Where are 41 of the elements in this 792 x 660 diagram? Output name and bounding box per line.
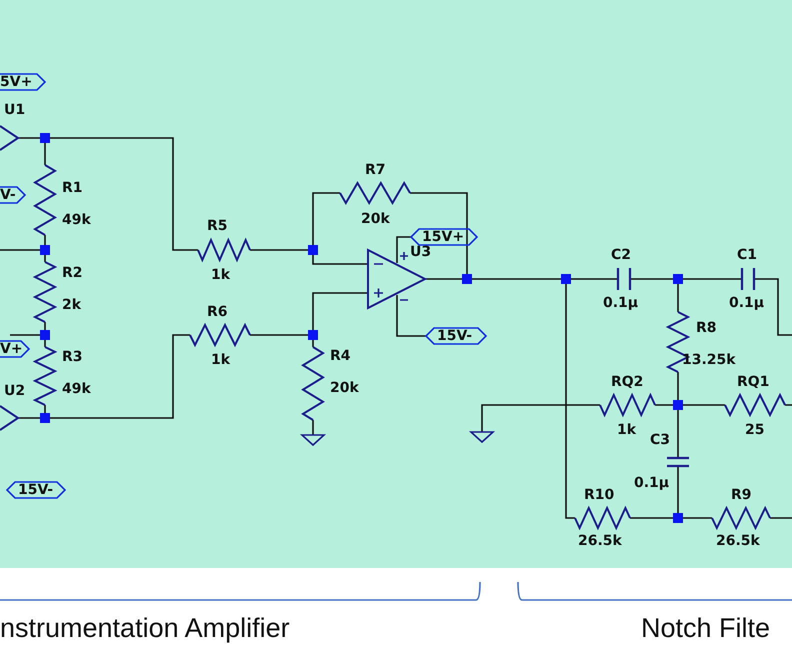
value-label: 20k [330,380,359,397]
value-label: 49k [62,381,91,398]
value-label: 0.1µ [729,295,764,312]
part-label: R6 [207,304,228,321]
part-label: R9 [731,487,752,504]
part-label: C1 [737,247,758,264]
value-label: 13.25k [682,352,736,369]
net-label: V- [0,186,26,204]
part-label: R2 [62,265,83,282]
net-label: 15V- [6,481,66,499]
part-label: U3 [410,244,432,261]
value-label: 20k [361,211,390,228]
part-label: RQ1 [737,374,770,391]
value-label: 1k [211,267,230,284]
section-label: nstrumentation Amplifier [0,612,290,644]
part-label: R4 [330,348,351,365]
part-label: U1 [4,102,26,119]
value-label: 1k [617,422,636,439]
value-label: 2k [62,297,82,314]
part-label: R8 [696,320,717,337]
value-label: 49k [62,212,91,229]
part-label: R7 [365,162,386,179]
part-label: C3 [650,432,670,449]
section-label: Notch Filte [641,612,770,644]
value-label: 26.5k [578,533,622,550]
part-label: R10 [584,487,614,504]
net-label: V+ [0,340,30,358]
part-label: C2 [611,247,632,264]
part-label: R1 [62,180,83,197]
part-label: R5 [207,218,228,235]
value-label: 0.1µ [634,475,670,492]
value-label: 25 [745,422,764,439]
net-label: 15V- [425,327,487,345]
value-label: 1k [211,352,230,369]
value-label: 26.5k [716,533,760,550]
value-label: 0.1µ [603,295,638,312]
net-label: 5V+ [0,73,46,91]
net-label: 15V+ [410,228,478,246]
part-label: U2 [4,383,26,400]
part-label: RQ2 [611,374,644,391]
part-label: R3 [62,349,83,366]
